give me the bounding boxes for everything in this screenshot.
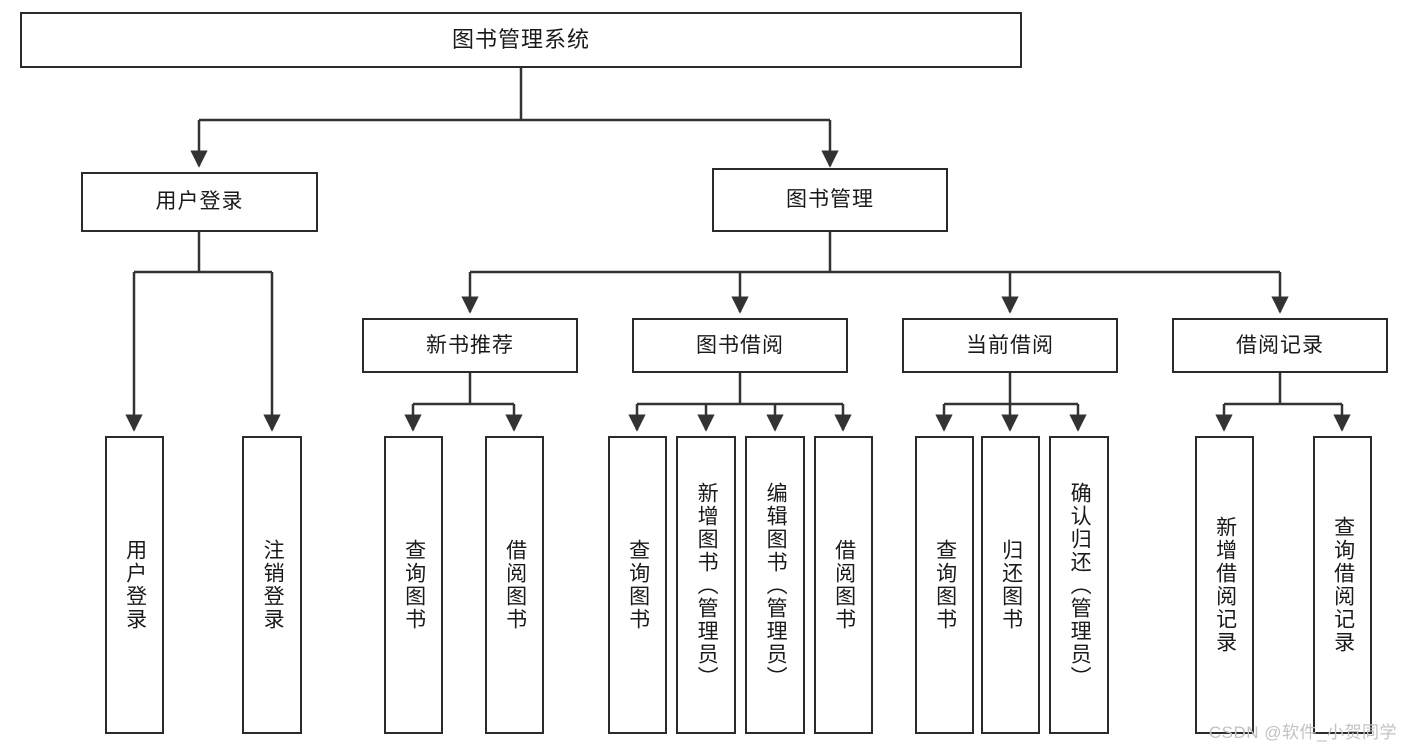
node-user-login[interactable]: 用户登录 [81, 172, 318, 232]
leaf-new-book-borrow[interactable]: 借阅图书 [485, 436, 544, 734]
leaf-borrow-record-add[interactable]: 新增借阅记录 [1195, 436, 1254, 734]
node-root-library-system[interactable]: 图书管理系统 [20, 12, 1022, 68]
leaf-label: 归还图书 [999, 539, 1023, 631]
leaf-book-borrow-query[interactable]: 查询图书 [608, 436, 667, 734]
node-borrow-record[interactable]: 借阅记录 [1172, 318, 1388, 373]
leaf-label: 查询图书 [933, 539, 957, 631]
leaf-book-borrow-edit-admin[interactable]: 编辑图书（管理员） [745, 436, 805, 734]
leaf-user-login-login[interactable]: 用户登录 [105, 436, 164, 734]
leaf-label: 查询图书 [626, 539, 650, 631]
leaf-book-borrow-add-admin[interactable]: 新增图书（管理员） [676, 436, 736, 734]
leaf-label: 用户登录 [123, 539, 147, 631]
leaf-label: 新增图书（管理员） [695, 481, 719, 689]
leaf-current-borrow-query[interactable]: 查询图书 [915, 436, 974, 734]
leaf-borrow-record-query[interactable]: 查询借阅记录 [1313, 436, 1372, 734]
leaf-current-borrow-confirm-return-admin[interactable]: 确认归还（管理员） [1049, 436, 1109, 734]
leaf-current-borrow-return[interactable]: 归还图书 [981, 436, 1040, 734]
leaf-label: 查询图书 [402, 539, 426, 631]
node-book-borrow[interactable]: 图书借阅 [632, 318, 848, 373]
leaf-label: 确认归还（管理员） [1068, 481, 1092, 689]
leaf-label: 注销登录 [261, 539, 285, 631]
leaf-new-book-query[interactable]: 查询图书 [384, 436, 443, 734]
node-current-borrow[interactable]: 当前借阅 [902, 318, 1118, 373]
leaf-label: 新增借阅记录 [1213, 516, 1237, 654]
leaf-book-borrow-borrow[interactable]: 借阅图书 [814, 436, 873, 734]
node-new-book-recommend[interactable]: 新书推荐 [362, 318, 578, 373]
leaf-label: 查询借阅记录 [1331, 516, 1355, 654]
leaf-label: 借阅图书 [503, 539, 527, 631]
leaf-label: 借阅图书 [832, 539, 856, 631]
leaf-label: 编辑图书（管理员） [764, 481, 788, 689]
csdn-watermark: CSDN @软件_小贺同学 [1208, 723, 1397, 742]
node-book-management[interactable]: 图书管理 [712, 168, 948, 232]
leaf-user-login-logout[interactable]: 注销登录 [242, 436, 302, 734]
